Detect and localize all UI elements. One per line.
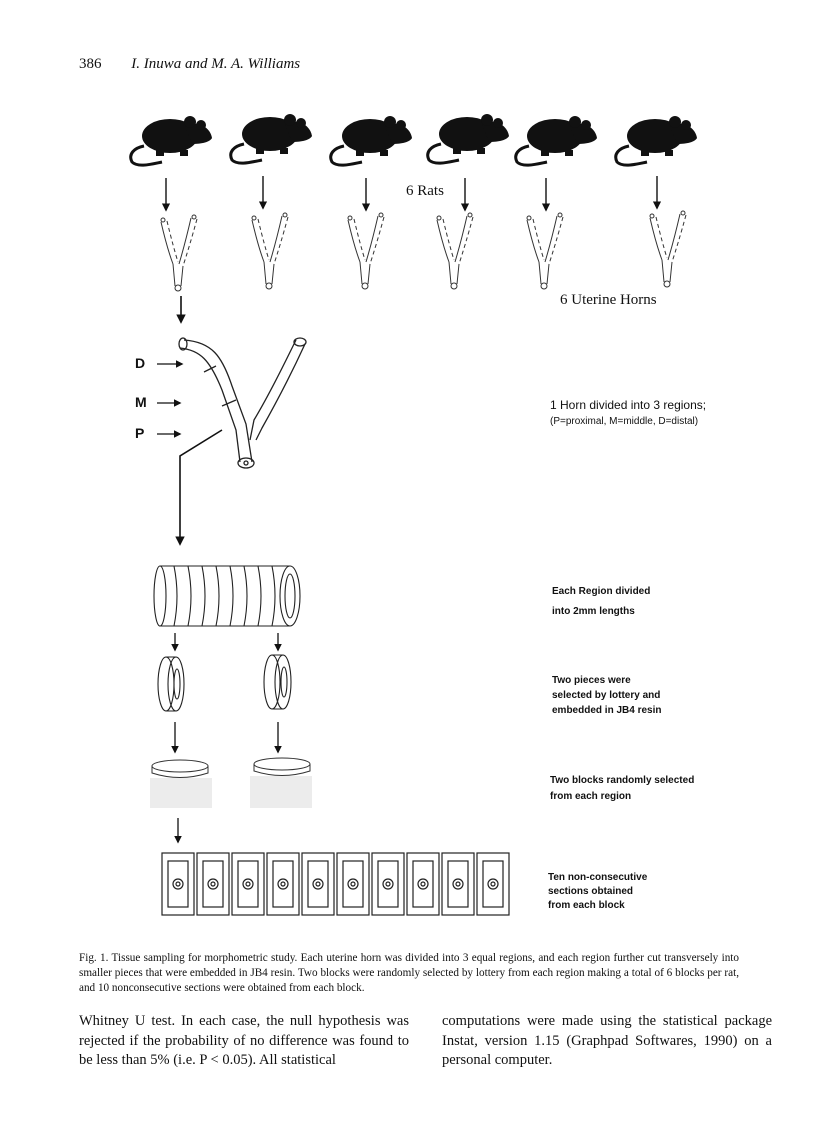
label-sections-2: sections obtained — [548, 886, 634, 897]
running-header: 386 I. Inuwa and M. A. Williams — [79, 56, 300, 73]
rat-arrows — [161, 176, 662, 212]
slide — [161, 852, 195, 916]
label-region-1: Each Region divided — [552, 586, 651, 597]
slide — [441, 852, 475, 916]
label-sections-3: from each block — [548, 900, 625, 911]
block-arrows — [171, 722, 282, 754]
label-blocks-2: from each region — [550, 791, 632, 802]
slide — [231, 852, 265, 916]
label-blocks-1: Two blocks randomly selected — [550, 775, 695, 786]
body-column-right: computations were made using the statist… — [442, 1013, 772, 1068]
sampling-diagram — [129, 112, 699, 916]
label-pieces-1: Two pieces were — [552, 675, 631, 686]
slide — [266, 852, 300, 916]
label-sections-1: Ten non-consecutive — [548, 872, 648, 883]
rat-2 — [229, 112, 314, 165]
slide — [476, 852, 510, 916]
large-horn — [178, 337, 307, 469]
horn-2 — [251, 212, 289, 290]
label-pieces-2: selected by lottery and — [552, 690, 661, 701]
slide — [371, 852, 405, 916]
label-pieces-3: embedded in JB4 resin — [552, 705, 662, 716]
resin-blocks — [150, 757, 312, 808]
rat-3 — [329, 114, 414, 167]
rat-5 — [514, 114, 599, 167]
label-d: D — [135, 355, 146, 371]
rat-1 — [129, 114, 214, 167]
horn-1 — [160, 214, 198, 292]
label-rats: 6 Rats — [406, 183, 444, 199]
segmented-tube — [153, 565, 301, 627]
piece-arrows — [171, 633, 282, 652]
horn-6 — [649, 210, 687, 288]
figure-caption: Fig. 1. Tissue sampling for morphometric… — [79, 952, 739, 994]
slides-row — [161, 852, 510, 916]
slide — [301, 852, 335, 916]
label-divided-key: (P=proximal, M=middle, D=distal) — [550, 416, 699, 427]
body-column-left: Whitney U test. In each case, the null h… — [79, 1013, 409, 1068]
label-p: P — [135, 425, 145, 441]
slide — [196, 852, 230, 916]
horn-4 — [436, 212, 474, 290]
label-divided: 1 Horn divided into 3 regions; — [550, 398, 707, 412]
horn-5 — [526, 212, 564, 290]
running-authors: I. Inuwa and M. A. Williams — [131, 56, 301, 72]
label-horns: 6 Uterine Horns — [560, 292, 657, 308]
rat-6 — [614, 114, 699, 167]
slide — [406, 852, 440, 916]
label-region-2: into 2mm lengths — [552, 606, 635, 617]
region-arrows — [157, 360, 184, 438]
horn-3 — [347, 212, 385, 290]
label-m: M — [135, 394, 147, 410]
tissue-pieces — [157, 654, 292, 712]
page-number: 386 — [79, 56, 102, 72]
horn-to-segments-arrow — [175, 429, 223, 546]
slide — [336, 852, 370, 916]
rat-4 — [426, 112, 511, 165]
